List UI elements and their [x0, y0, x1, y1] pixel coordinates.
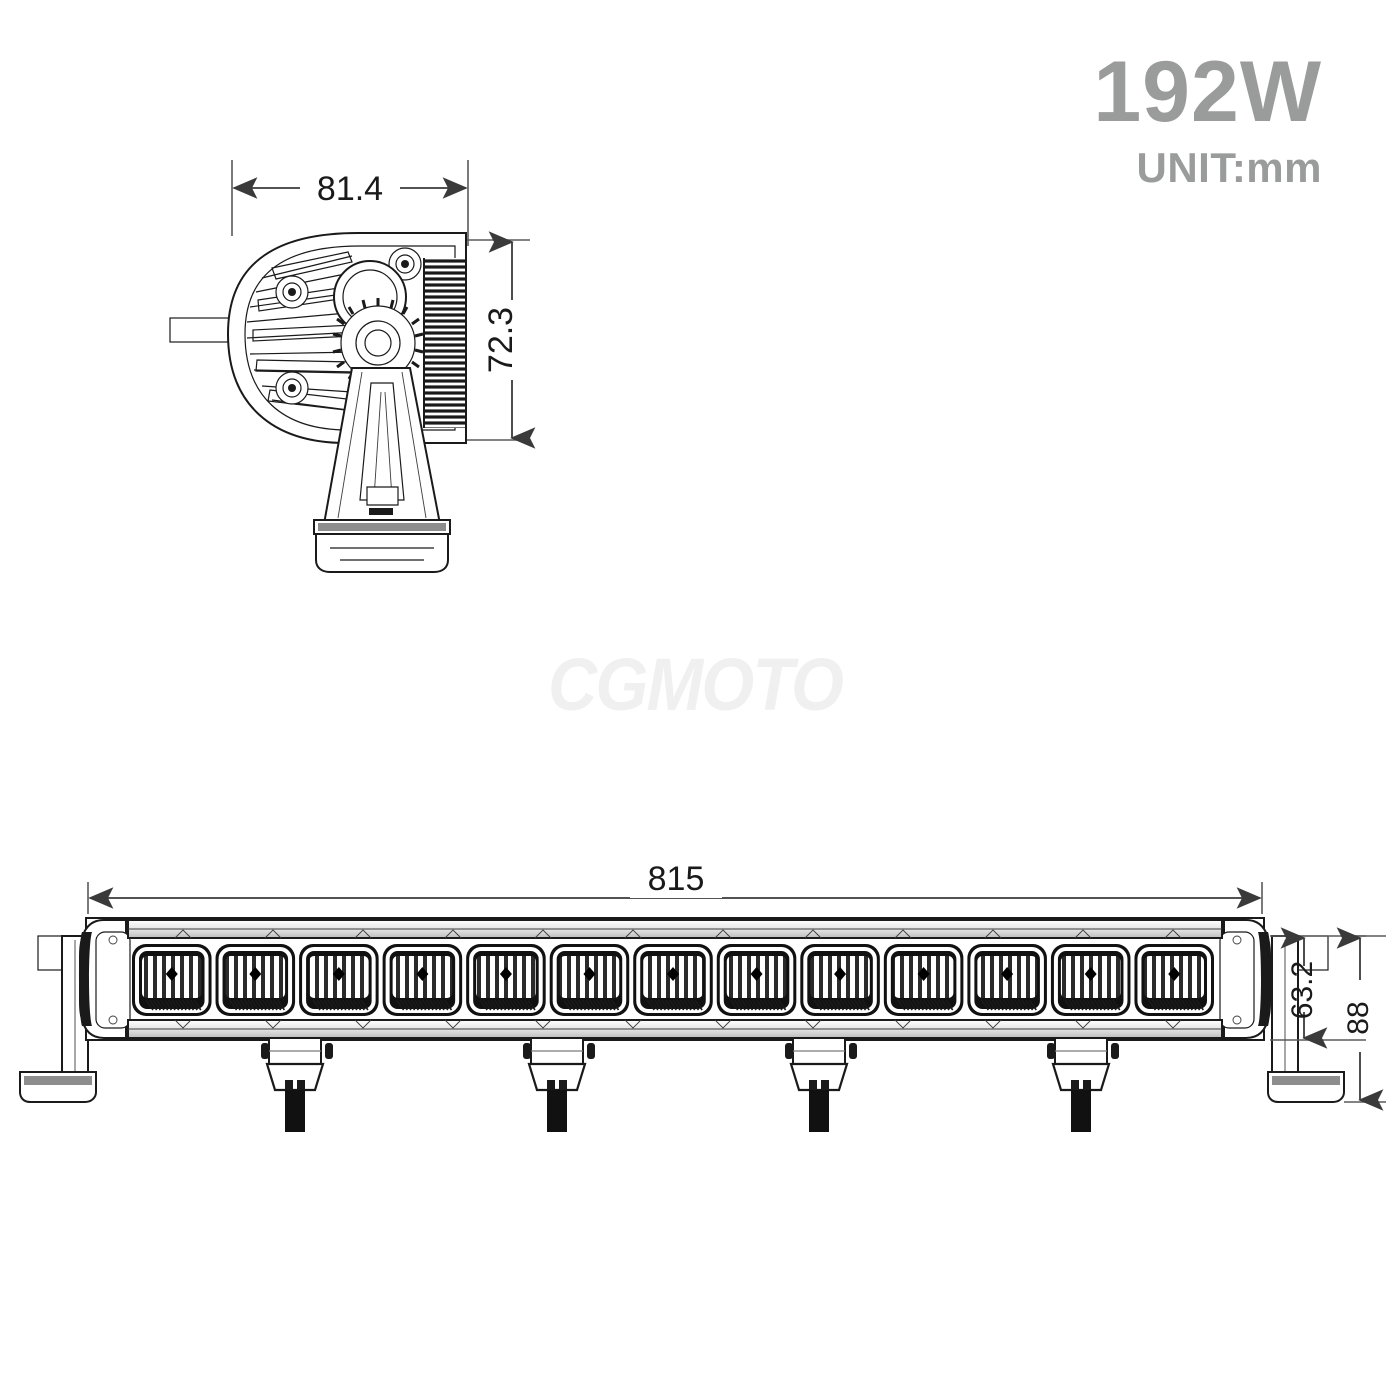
unit-label: UNIT:mm: [1136, 143, 1322, 191]
led-cell: [549, 944, 630, 1016]
front-elevation-view: 815: [19, 860, 1386, 1132]
dimension-72-3-label: 72.3: [482, 307, 520, 373]
dimension-81-4: 81.4: [231, 160, 469, 246]
led-cell: [466, 944, 546, 1016]
bracket-foot: [313, 519, 451, 573]
mount-bracket-arms: [322, 367, 442, 525]
led-emitter: [332, 967, 345, 981]
side-section-view: 81.4 72.3: [169, 160, 536, 573]
mount-bolt-group: [261, 1037, 1119, 1132]
header-block: 192W UNIT:mm: [1093, 44, 1322, 192]
cgmoto-watermark: CGMOTO: [548, 643, 844, 726]
led-emitter: [834, 967, 847, 981]
mount-bolt: [785, 1037, 857, 1132]
dimension-63-2-label: 63.2: [1286, 961, 1319, 1019]
top-rail: [127, 919, 1223, 939]
led-cell: [800, 944, 880, 1016]
led-emitter: [583, 967, 596, 981]
led-cell-group: [132, 944, 1214, 1016]
mount-bolt: [261, 1037, 333, 1132]
led-cell: [1134, 944, 1214, 1016]
led-emitter: [1001, 967, 1014, 981]
led-emitter: [499, 967, 512, 981]
dimension-63-2: 63.2: [1270, 927, 1366, 1049]
led-emitter: [1084, 967, 1097, 981]
bottom-rail: [127, 1019, 1223, 1039]
lens-fin-band: [423, 258, 467, 428]
dimension-88: 88: [1336, 927, 1386, 1111]
led-emitter: [165, 967, 178, 981]
dimension-81-4-label: 81.4: [317, 170, 383, 208]
led-emitter: [667, 967, 679, 981]
knurled-adjust-knob: [332, 298, 424, 388]
led-cell: [967, 944, 1047, 1016]
led-cell: [299, 944, 379, 1016]
mount-bolt: [1047, 1037, 1119, 1132]
led-cell: [215, 944, 296, 1016]
led-emitter: [917, 967, 930, 981]
dimension-815: 815: [87, 860, 1263, 914]
led-cell: [382, 944, 463, 1016]
led-emitter: [249, 967, 262, 981]
bolt-bosses: [275, 247, 422, 405]
led-cell: [132, 944, 212, 1016]
dimension-815-label: 815: [648, 860, 705, 898]
led-cell: [1050, 944, 1131, 1016]
mount-bolt: [523, 1037, 595, 1132]
led-cell: [716, 944, 797, 1016]
led-cell: [633, 944, 713, 1016]
power-rating-label: 192W: [1093, 44, 1322, 140]
dimension-88-label: 88: [1342, 1001, 1375, 1034]
led-cell: [883, 944, 964, 1016]
led-emitter: [416, 967, 429, 981]
led-emitter: [1168, 967, 1181, 981]
led-emitter: [750, 967, 763, 981]
